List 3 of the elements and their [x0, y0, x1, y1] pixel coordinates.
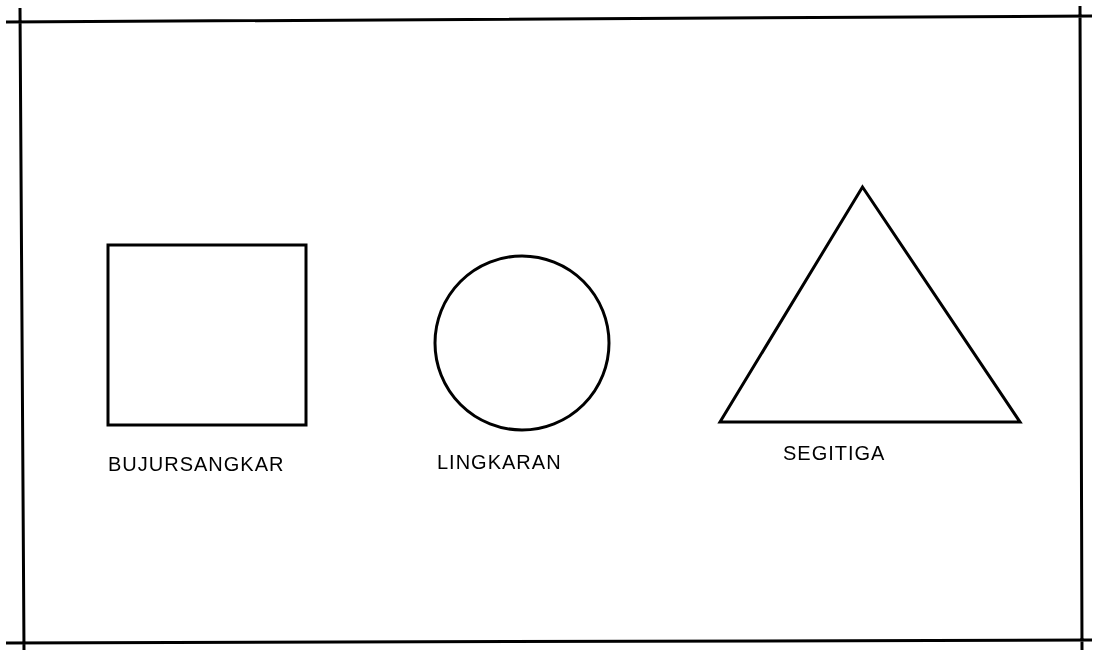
shape-label: LINGKARAN	[437, 451, 562, 474]
shape-label: SEGITIGA	[783, 442, 886, 465]
shape-label: BUJURSANGKAR	[108, 453, 285, 476]
